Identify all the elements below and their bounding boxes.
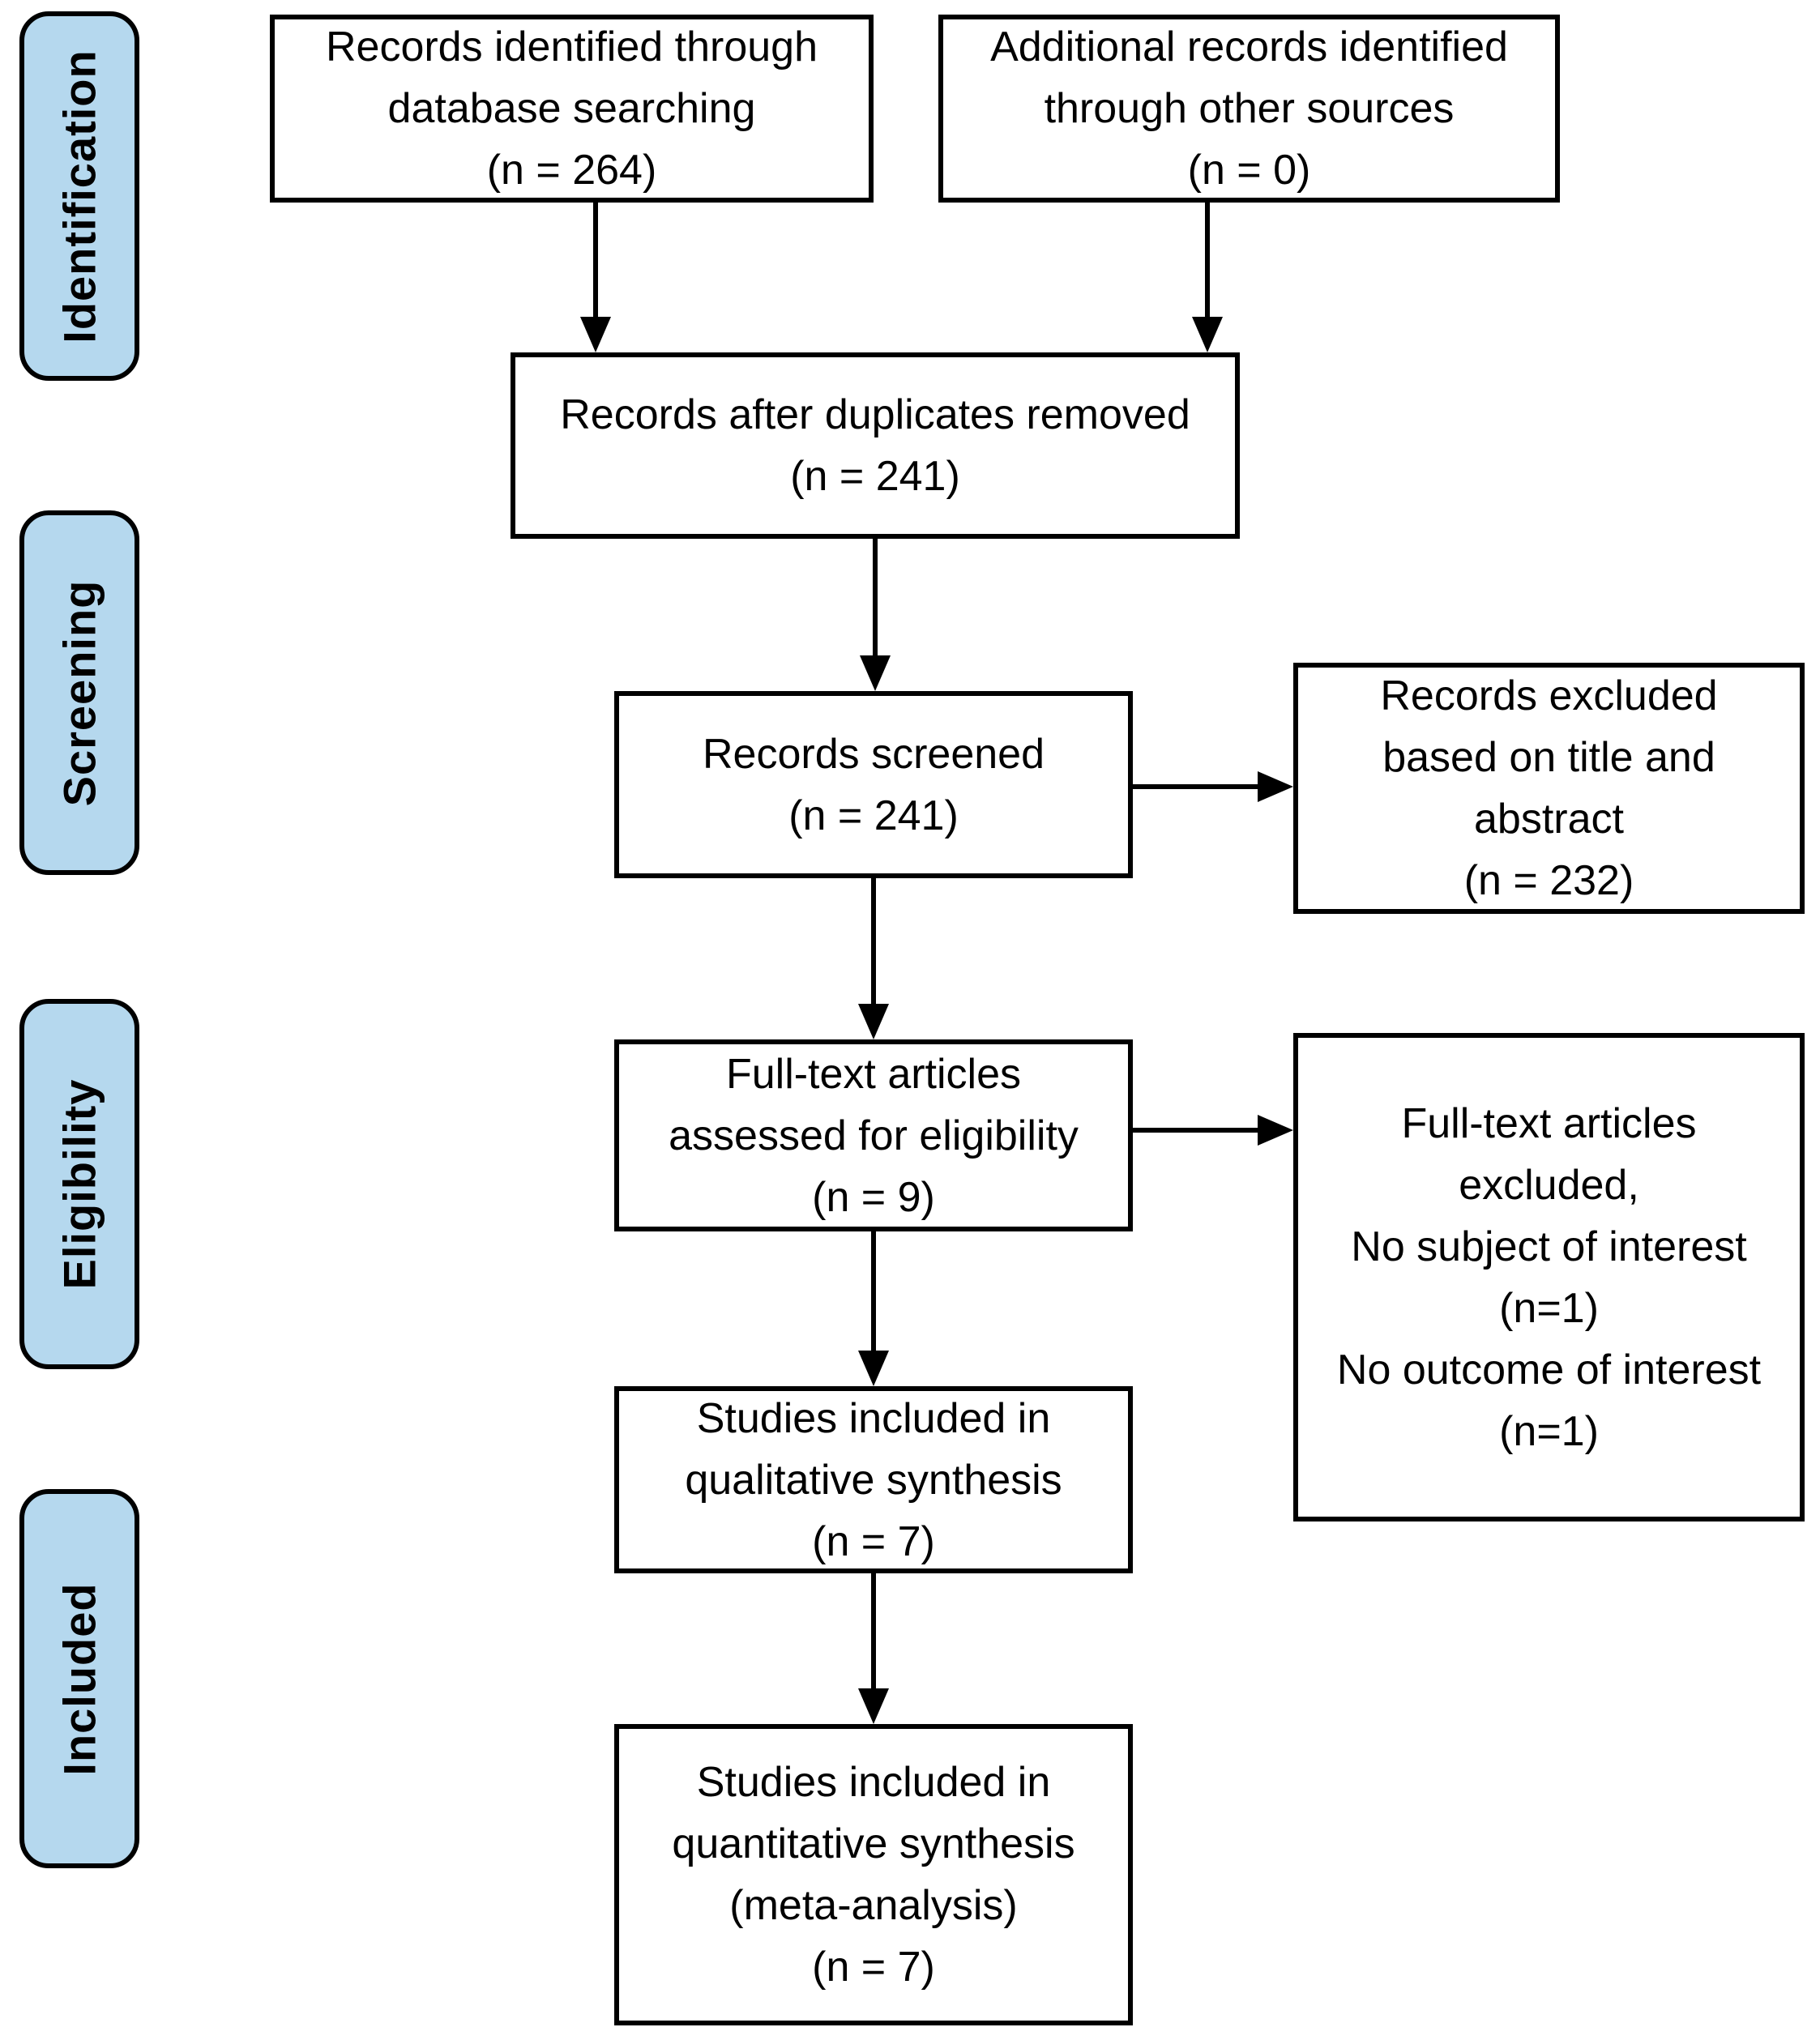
box-after-duplicates: Records after duplicates removed (n = 24… [511, 352, 1240, 539]
box-additional-records-line: through other sources [1044, 85, 1455, 132]
box-records-excluded-line: Records excluded [1380, 672, 1718, 719]
stage-identification: Identification [19, 11, 139, 381]
box-fulltext-excluded-count: (n=1) [1499, 1407, 1599, 1455]
box-fulltext-excluded-count: (n=1) [1499, 1284, 1599, 1332]
box-quantitative-count: (n = 7) [812, 1944, 935, 1991]
box-fulltext-excluded-line: Full-text articles [1401, 1099, 1697, 1147]
box-records-excluded-count: (n = 232) [1463, 857, 1634, 904]
arrowhead-down-icon [580, 317, 611, 352]
box-qualitative-count: (n = 7) [812, 1517, 935, 1565]
arrow-line [871, 1573, 876, 1693]
box-records-identified: Records identified through database sear… [270, 15, 874, 203]
stage-eligibility: Eligibility [19, 999, 139, 1369]
arrow-line [871, 878, 876, 1009]
box-fulltext-excluded: Full-text articles excluded, No subject … [1293, 1033, 1805, 1521]
box-records-screened: Records screened (n = 241) [614, 691, 1133, 878]
box-additional-records: Additional records identified through ot… [938, 15, 1560, 203]
box-additional-records-count: (n = 0) [1187, 147, 1311, 194]
box-qualitative-synthesis: Studies included in qualitative synthesi… [614, 1386, 1133, 1573]
box-after-duplicates-count: (n = 241) [790, 453, 960, 500]
arrow-line [1205, 203, 1210, 322]
box-records-identified-count: (n = 264) [486, 147, 657, 194]
box-records-excluded-line: based on title and [1382, 734, 1715, 781]
arrowhead-right-icon [1258, 771, 1293, 802]
box-records-screened-count: (n = 241) [788, 792, 959, 839]
stage-included: Included [19, 1489, 139, 1868]
stage-eligibility-label: Eligibility [53, 1078, 105, 1290]
box-after-duplicates-line: Records after duplicates removed [560, 391, 1190, 438]
arrow-line [1133, 1128, 1262, 1133]
stage-included-label: Included [53, 1581, 105, 1776]
box-fulltext-assessed: Full-text articles assessed for eligibil… [614, 1039, 1133, 1231]
box-records-identified-line: Records identified through [325, 23, 818, 70]
box-records-identified-line: database searching [387, 85, 756, 132]
box-fulltext-assessed-count: (n = 9) [812, 1173, 935, 1221]
box-quantitative-synthesis: Studies included in quantitative synthes… [614, 1724, 1133, 2025]
arrow-line [593, 203, 598, 322]
arrow-line [1133, 784, 1262, 789]
box-fulltext-excluded-line: excluded, [1459, 1161, 1639, 1209]
box-records-excluded-line: abstract [1474, 796, 1624, 843]
stage-screening-label: Screening [53, 579, 105, 806]
box-fulltext-excluded-reason: No outcome of interest [1336, 1346, 1762, 1393]
arrow-line [873, 539, 878, 660]
box-fulltext-assessed-line: Full-text articles [725, 1050, 1022, 1098]
arrowhead-down-icon [1192, 317, 1223, 352]
box-records-screened-line: Records screened [703, 730, 1045, 778]
box-fulltext-assessed-line: assessed for eligibility [669, 1112, 1079, 1159]
arrowhead-down-icon [858, 1351, 889, 1386]
box-qualitative-line: qualitative synthesis [685, 1456, 1062, 1504]
box-additional-records-line: Additional records identified [990, 23, 1508, 70]
box-fulltext-excluded-reason: No subject of interest [1351, 1223, 1747, 1270]
box-quantitative-line: Studies included in [696, 1759, 1051, 1806]
stage-screening: Screening [19, 510, 139, 875]
box-records-excluded: Records excluded based on title and abst… [1293, 663, 1805, 914]
box-quantitative-line: (meta-analysis) [729, 1882, 1018, 1929]
stage-identification-label: Identification [53, 49, 105, 344]
arrowhead-right-icon [1258, 1115, 1293, 1146]
box-quantitative-line: quantitative synthesis [672, 1820, 1075, 1867]
arrowhead-down-icon [858, 1004, 889, 1039]
arrow-line [871, 1231, 876, 1355]
arrowhead-down-icon [858, 1688, 889, 1724]
arrowhead-down-icon [860, 655, 891, 691]
box-qualitative-line: Studies included in [696, 1394, 1051, 1442]
